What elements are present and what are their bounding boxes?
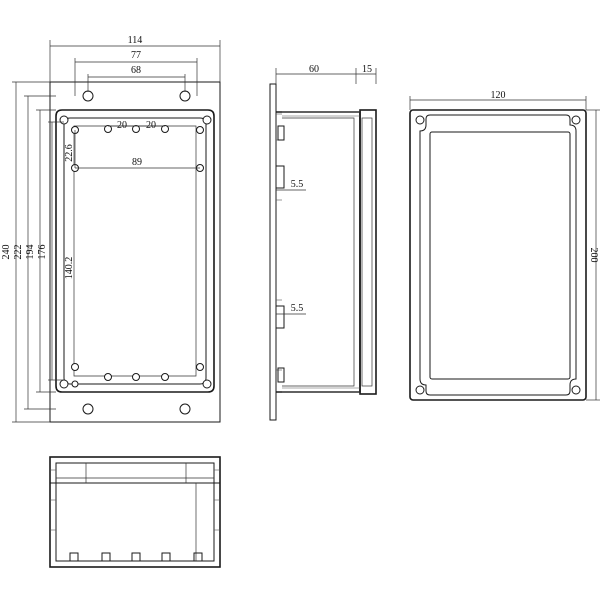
lid-screw-hole [415,385,425,395]
dim-inner-height-1: 194 [25,245,36,260]
lid-outer-outline [409,109,587,401]
mounting-hole [179,403,191,415]
lid-screw-hole [571,385,581,395]
front-body-outline [55,109,215,393]
side-body-outline [276,111,361,393]
boss [196,126,204,134]
boss [104,125,112,133]
corner-screw-hole [59,379,69,389]
front-flange-outline [49,81,221,423]
lid-screw-hole [571,115,581,125]
bottom-wall-hatch [50,469,220,531]
mounting-hole [82,403,94,415]
dim-lid-depth: 15 [362,64,372,75]
boss [71,380,79,388]
boss [196,363,204,371]
side-flange [269,83,277,421]
bottom-boss [69,552,79,562]
dim-boss-spacing-right: 20 [146,120,156,131]
dim-hole-spacing-inner: 68 [131,65,141,76]
boss [132,373,140,381]
dim-depth: 60 [309,64,319,75]
mounting-hole [179,90,191,102]
dim-lid-height: 200 [588,248,599,263]
dim-rib-lower: 5.5 [291,303,304,314]
side-lid-inner [361,117,373,387]
side-dimensions [275,68,377,315]
dim-overall-height: 240 [1,245,12,260]
side-rib [275,165,285,189]
boss [161,125,169,133]
bottom-boss [101,552,111,562]
lid-inner-panel [429,131,571,380]
mounting-hole [82,90,94,102]
boss [161,373,169,381]
corner-screw-hole [202,115,212,125]
bottom-view [49,456,221,568]
dim-boss-spacing-left: 20 [117,120,127,131]
side-rib [275,305,285,329]
lid-view: 120 200 [409,90,600,401]
dim-body-height: 222 [13,245,24,260]
side-rib [277,367,285,383]
side-wall-hatch [276,111,360,393]
front-top-dimensions [49,40,221,169]
side-view: 60 15 5.5 5.5 [269,64,377,421]
lid-groove-outline [419,114,577,396]
corner-screw-hole [59,115,69,125]
side-body-inner [282,117,355,387]
boss [132,125,140,133]
front-view: 114 77 68 20 20 89 22.6 140.2 240 222 19… [1,35,221,423]
side-lid [359,109,377,395]
dim-overall-width: 114 [128,35,143,46]
bottom-outer-outline [49,456,221,568]
dim-hole-spacing-outer: 77 [131,50,141,61]
bottom-boss [161,552,171,562]
dim-lid-width: 120 [491,90,506,101]
bottom-boss [131,552,141,562]
dim-boss-span: 89 [132,157,142,168]
lid-dimensions [409,96,600,401]
bottom-boss [193,552,203,562]
side-rib [277,125,285,141]
boss [104,373,112,381]
front-left-dimensions [12,81,64,423]
dim-boss-height: 140.2 [64,257,75,280]
dim-inner-height-2: 176 [37,245,48,260]
lid-screw-hole [415,115,425,125]
dim-boss-offset: 22.6 [64,144,75,162]
corner-screw-hole [202,379,212,389]
dim-rib-upper: 5.5 [291,179,304,190]
boss [71,363,79,371]
